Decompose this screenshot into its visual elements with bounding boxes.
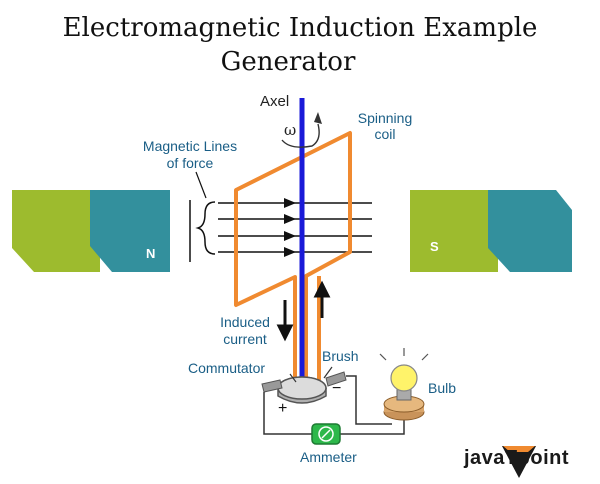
spinning-coil-label-1: Spinning [357,110,413,126]
commutator-label: Commutator [188,360,266,376]
magnetic-lines-label-1: Magnetic Lines [142,138,238,154]
rotation-arrow [281,123,320,148]
north-pole-label: N [146,246,156,261]
bulb-label: Bulb [428,380,457,396]
title-line-2: Generator [220,47,356,77]
north-magnet [12,190,170,272]
circuit-wires [263,375,405,435]
ammeter [311,423,341,445]
bulb [379,348,429,421]
field-arrowheads [284,198,296,257]
minus-sign: − [332,380,342,397]
title-line-1: Electromagnetic Induction Example [62,13,538,43]
field-brace [195,201,216,255]
brush-label: Brush [322,348,359,364]
plus-sign: + [278,400,288,417]
brushes [261,371,347,393]
magnetic-lines-label-2: of force [166,155,214,171]
logo-mark [502,446,536,478]
javatpoint-logo: javaTpoint [464,447,570,469]
brace-pointer [195,171,207,199]
ammeter-label: Ammeter [300,449,357,465]
current-arrows [276,280,331,342]
omega-label: ω [284,121,297,139]
induced-current-label-2: current [223,331,267,347]
south-pole-label: S [430,239,439,254]
south-magnet [410,190,572,272]
induced-current-label-1: Induced [220,314,270,330]
spinning-coil-label-2: coil [374,126,396,142]
axel-label: Axel [260,93,290,110]
